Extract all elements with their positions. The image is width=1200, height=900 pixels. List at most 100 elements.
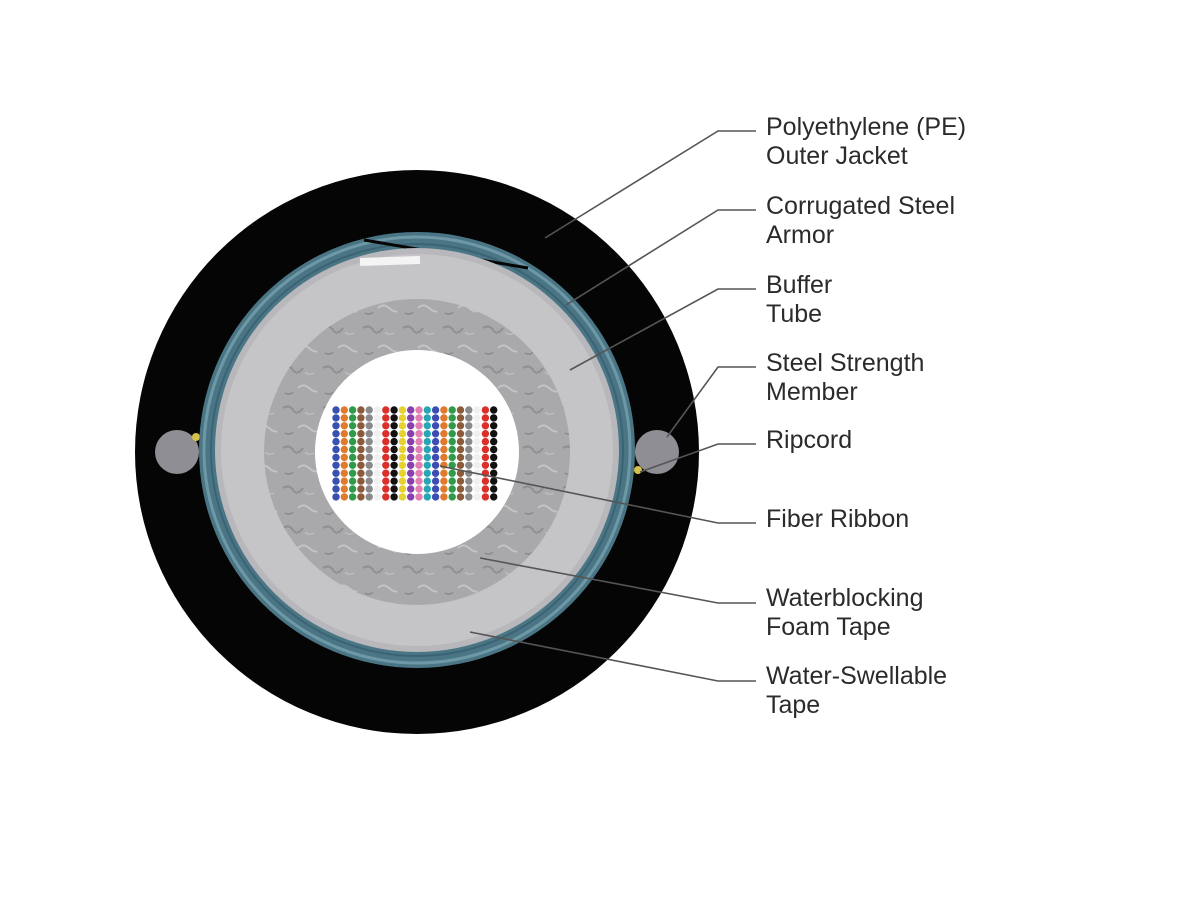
fiber — [440, 406, 448, 414]
fiber — [456, 493, 465, 501]
fiber — [340, 461, 348, 469]
fiber — [423, 406, 431, 414]
fiber — [465, 422, 473, 430]
fiber — [490, 422, 498, 430]
fiber — [490, 461, 498, 469]
fiber — [348, 453, 357, 462]
fiber — [382, 485, 390, 493]
fiber — [340, 437, 348, 446]
fiber — [357, 461, 365, 469]
fiber — [373, 493, 382, 501]
fiber — [423, 445, 431, 454]
callout-label-line: Armor — [766, 221, 835, 249]
fiber — [456, 461, 465, 469]
strength-member-left — [155, 430, 199, 474]
fiber — [431, 453, 440, 462]
fiber — [481, 437, 490, 446]
fiber — [431, 437, 440, 446]
fiber — [373, 430, 382, 438]
callout-label-line: Corrugated Steel — [766, 192, 956, 220]
fiber — [365, 437, 373, 446]
leader-lines — [439, 130, 756, 682]
fiber — [365, 422, 373, 430]
fiber — [431, 422, 440, 430]
fiber — [431, 430, 440, 438]
fiber — [490, 414, 498, 422]
fiber — [332, 453, 340, 462]
fiber — [473, 477, 481, 485]
fiber — [357, 406, 365, 414]
fiber — [340, 469, 348, 477]
fiber — [357, 430, 365, 438]
fiber — [440, 469, 448, 477]
fiber — [357, 453, 365, 462]
fiber — [440, 437, 448, 446]
fiber — [490, 406, 498, 414]
fiber — [465, 445, 473, 454]
fiber — [357, 422, 365, 430]
fiber — [465, 477, 473, 485]
fiber — [415, 406, 423, 414]
fiber — [407, 430, 415, 438]
strength-member-right — [635, 430, 679, 474]
callout-label-line: Ripcord — [766, 426, 853, 454]
fiber — [456, 406, 465, 414]
fiber — [448, 406, 456, 414]
fiber — [348, 414, 357, 422]
fiber — [490, 437, 498, 446]
fiber — [390, 422, 398, 430]
fiber — [332, 493, 340, 501]
ripcord-right — [634, 466, 642, 474]
fiber — [348, 422, 357, 430]
fiber — [415, 485, 423, 493]
callout-label-ripcord: Ripcord — [766, 426, 852, 455]
callout-label-line: Waterblocking — [766, 584, 924, 612]
fiber — [398, 430, 407, 438]
fiber — [415, 437, 423, 446]
fiber — [373, 422, 382, 430]
fiber — [357, 437, 365, 446]
fiber — [348, 430, 357, 438]
fiber — [440, 493, 448, 501]
fiber — [440, 422, 448, 430]
fiber — [481, 406, 490, 414]
fiber — [340, 453, 348, 462]
fiber — [473, 445, 481, 454]
fiber — [490, 493, 498, 501]
fiber — [448, 485, 456, 493]
fiber — [348, 469, 357, 477]
fiber — [415, 493, 423, 501]
fiber — [423, 469, 431, 477]
callout-label-line: Polyethylene (PE) — [766, 113, 967, 141]
fiber — [440, 414, 448, 422]
fiber — [348, 445, 357, 454]
fiber — [398, 453, 407, 462]
fiber — [357, 477, 365, 485]
fiber — [440, 485, 448, 493]
fiber — [490, 445, 498, 454]
fiber — [465, 485, 473, 493]
fiber — [348, 477, 357, 485]
fiber — [415, 445, 423, 454]
fiber — [398, 469, 407, 477]
fiber — [340, 422, 348, 430]
fiber — [382, 453, 390, 462]
fiber — [456, 414, 465, 422]
fiber — [440, 477, 448, 485]
fiber — [398, 477, 407, 485]
fiber — [382, 414, 390, 422]
fiber — [373, 414, 382, 422]
fiber — [332, 469, 340, 477]
fiber — [332, 461, 340, 469]
fiber — [390, 453, 398, 462]
fiber — [365, 453, 373, 462]
fiber — [431, 414, 440, 422]
fiber — [448, 430, 456, 438]
fiber — [448, 493, 456, 501]
fiber — [382, 437, 390, 446]
fiber — [473, 485, 481, 493]
